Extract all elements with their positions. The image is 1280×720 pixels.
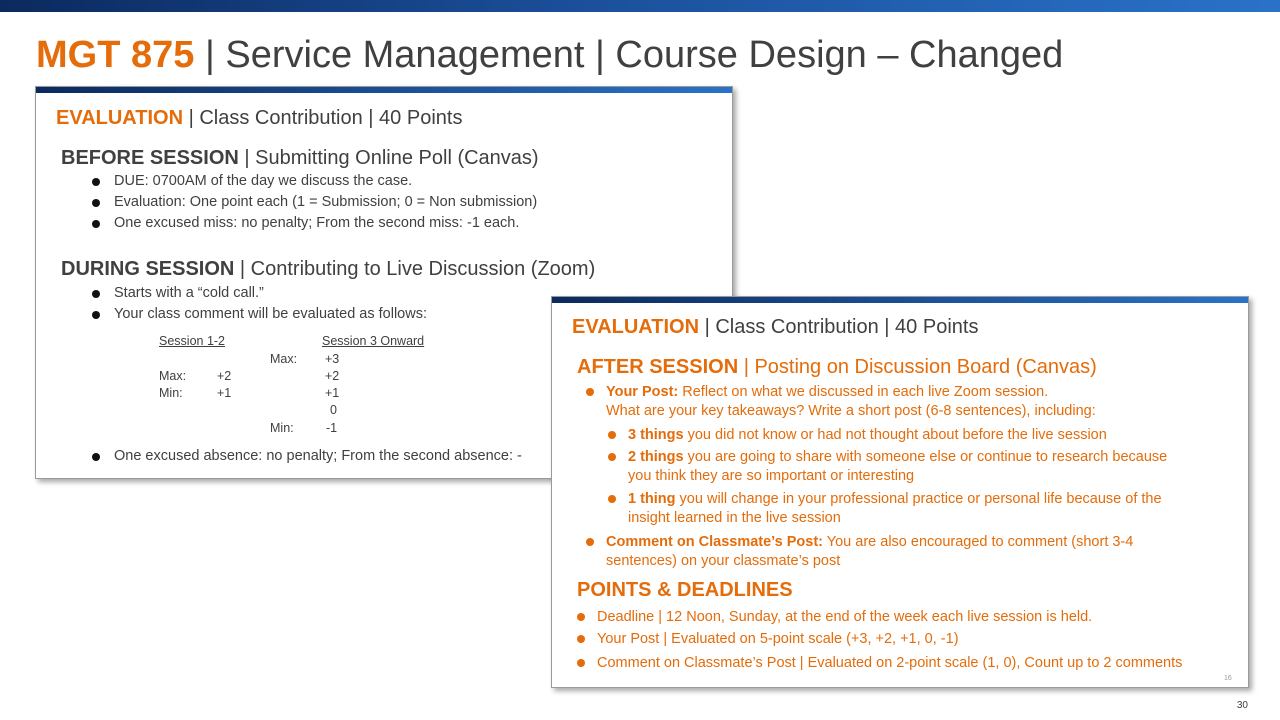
before-rest: | Submitting Online Poll (Canvas) (238, 147, 539, 169)
comment-rest: You are also encouraged to comment (shor… (823, 534, 1134, 550)
after-session-heading: AFTER SESSION | Posting on Discussion Bo… (577, 356, 1097, 379)
table-min-label-1: Min: (159, 386, 183, 400)
table-c2-value-4: 0 (330, 403, 337, 417)
comment-label: Comment on Classmate’s Post: (606, 534, 824, 550)
before-bullet-3: One excused miss: no penalty; From the s… (92, 215, 519, 231)
page-number: 30 (1236, 700, 1248, 711)
during-label: DURING SESSION (61, 258, 235, 280)
course-code: MGT 875 (36, 34, 195, 76)
sub-bullet-2-things: 2 things you are going to share with som… (608, 448, 1167, 486)
slide-corner-mark: 16 (1224, 675, 1232, 682)
table-c2-value-5: -1 (326, 421, 338, 435)
slide-b-eval-heading: EVALUATION | Class Contribution | 40 Poi… (572, 316, 978, 339)
your-post-bullet: Your Post: Reflect on what we discussed … (586, 383, 1096, 421)
slide-a-eval-heading: EVALUATION | Class Contribution | 40 Poi… (56, 107, 462, 130)
table-c1-min: +1 (217, 386, 232, 400)
points-bullet-2: Your Post | Evaluated on 5-point scale (… (577, 630, 959, 649)
your-post-line2: What are your key takeaways? Write a sho… (606, 403, 1096, 419)
slide-a-accent-bar (36, 87, 732, 93)
table-c1-max: +2 (217, 369, 232, 383)
table-header-session-3: Session 3 Onward (322, 334, 424, 348)
sub1-bold: 3 things (628, 427, 684, 443)
slide-b-accent-bar (552, 297, 1248, 303)
during-rest: | Contributing to Live Discussion (Zoom) (234, 258, 596, 280)
table-min-label-2: Min: (270, 421, 294, 435)
sub2-bold: 2 things (628, 449, 684, 465)
comment-line2: sentences) on your classmate’s post (606, 553, 841, 569)
sub3-line2: insight learned in the live session (628, 510, 841, 526)
during-bullet-1: Starts with a “cold call.” (92, 285, 264, 301)
sub-bullet-1-thing: 1 thing you will change in your professi… (608, 490, 1162, 528)
comment-bullet: Comment on Classmate’s Post: You are als… (586, 533, 1133, 571)
table-c2-value-2: +2 (325, 369, 340, 383)
slide-after-session: EVALUATION | Class Contribution | 40 Poi… (551, 296, 1249, 688)
table-max-label-1: Max: (159, 369, 187, 383)
after-rest: | Posting on Discussion Board (Canvas) (738, 356, 1097, 378)
table-max-label-2: Max: (270, 352, 298, 366)
col2-header-text: Session 3 Onward (322, 334, 425, 348)
sub3-rest: you will change in your professional pra… (675, 491, 1162, 507)
eval-rest: | Class Contribution | 40 Points (699, 316, 979, 338)
sub2-rest: you are going to share with someone else… (683, 449, 1168, 465)
top-accent-bar (0, 0, 1280, 12)
sub-bullet-3-things: 3 things you did not know or had not tho… (608, 426, 1107, 445)
eval-rest: | Class Contribution | 40 Points (183, 107, 463, 129)
before-bullet-1: DUE: 0700AM of the day we discuss the ca… (92, 173, 412, 189)
sub3-bold: 1 thing (628, 491, 676, 507)
before-bullet-2: Evaluation: One point each (1 = Submissi… (92, 194, 537, 210)
sub1-rest: you did not know or had not thought abou… (683, 427, 1107, 443)
table-c2-value-3: +1 (325, 386, 340, 400)
absence-bullet: One excused absence: no penalty; From th… (92, 448, 522, 464)
before-session-heading: BEFORE SESSION | Submitting Online Poll … (61, 147, 539, 170)
points-bullet-1: Deadline | 12 Noon, Sunday, at the end o… (577, 608, 1092, 627)
before-label: BEFORE SESSION (61, 147, 239, 169)
col1-header-text: Session 1-2 (159, 334, 226, 348)
during-bullet-2: Your class comment will be evaluated as … (92, 306, 427, 322)
table-c2-value-1: +3 (325, 352, 340, 366)
during-session-heading: DURING SESSION | Contributing to Live Di… (61, 258, 595, 281)
after-label: AFTER SESSION (577, 356, 739, 378)
page-title: MGT 875 | Service Management | Course De… (36, 34, 1063, 77)
your-post-label: Your Post: (606, 384, 679, 400)
your-post-line1: Reflect on what we discussed in each liv… (678, 384, 1049, 400)
eval-label: EVALUATION (56, 107, 184, 129)
slide-before-during: EVALUATION | Class Contribution | 40 Poi… (35, 86, 733, 479)
eval-label: EVALUATION (572, 316, 700, 338)
table-header-session-1-2: Session 1-2 (159, 334, 225, 348)
points-bullet-3: Comment on Classmate’s Post | Evaluated … (577, 654, 1182, 673)
points-deadlines-heading: POINTS & DEADLINES (577, 579, 793, 601)
title-text: | Service Management | Course Design – C… (194, 34, 1064, 76)
sub2-line2: you think they are so important or inter… (628, 468, 915, 484)
